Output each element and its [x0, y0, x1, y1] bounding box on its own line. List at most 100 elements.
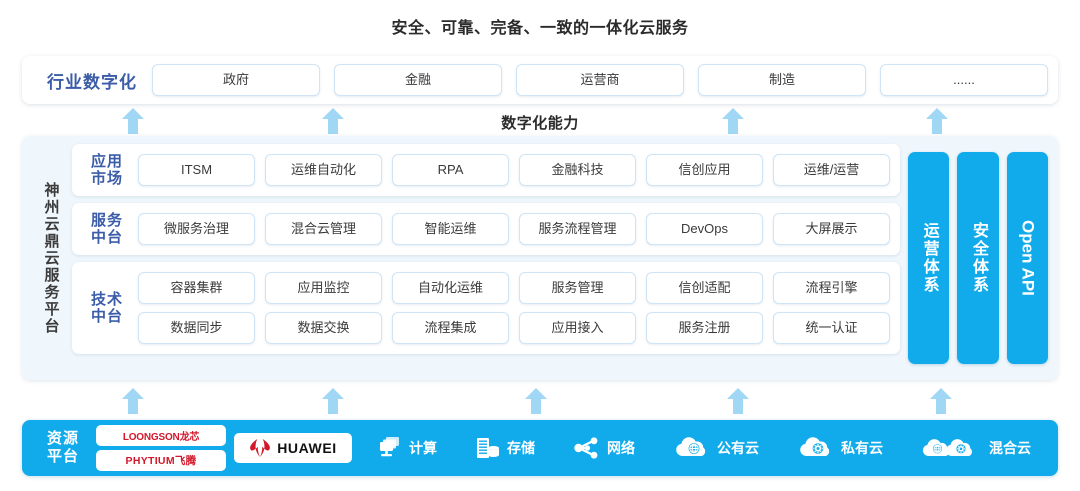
resource-item-public-cloud-label: 公有云 [717, 440, 759, 456]
resource-item-public-cloud[interactable]: 公有云 [673, 436, 759, 460]
cell-fintech[interactable]: 金融科技 [519, 154, 636, 186]
loongson-suffix: 龙芯 [179, 432, 200, 443]
compute-icon [377, 436, 403, 460]
pillar-operation-system[interactable]: 运营体系 [908, 152, 950, 364]
industry-item-manufacturing[interactable]: 制造 [698, 64, 866, 96]
chip-vendor-logos: LOONGSON龙芯 PHYTIUM飞腾 [96, 425, 226, 471]
up-arrow-icon-6 [322, 388, 344, 414]
industry-item-government[interactable]: 政府 [152, 64, 320, 96]
huawei-logo: HUAWEI [234, 433, 352, 463]
resource-platform-label: 资源 平台 [30, 430, 96, 466]
industry-digitalization-panel: 行业数字化 政府 金融 运营商 制造 ...... [22, 56, 1058, 104]
up-arrow-icon-4 [926, 108, 948, 134]
resource-item-storage[interactable]: 存储 [475, 436, 535, 460]
resource-item-private-cloud-label: 私有云 [841, 440, 883, 456]
phytium-suffix: 飞腾 [174, 455, 197, 467]
cell-microservice-governance[interactable]: 微服务治理 [138, 213, 255, 245]
resource-platform-panel: 资源 平台 LOONGSON龙芯 PHYTIUM飞腾 HUAWEI [22, 420, 1058, 476]
cell-itsm[interactable]: ITSM [138, 154, 255, 186]
cell-big-screen-display[interactable]: 大屏展示 [773, 213, 890, 245]
network-icon [573, 436, 601, 460]
row-service-middle-platform: 服务 中台 微服务治理 混合云管理 智能运维 服务流程管理 DevOps 大屏展… [72, 203, 900, 255]
cell-process-integration[interactable]: 流程集成 [392, 312, 509, 344]
row-app-market-label-line2: 市场 [90, 170, 123, 187]
pillar-security-system[interactable]: 安全体系 [957, 152, 999, 364]
up-arrow-icon-9 [930, 388, 952, 414]
cell-app-monitoring[interactable]: 应用监控 [265, 272, 382, 304]
resource-item-compute[interactable]: 计算 [377, 436, 437, 460]
pillar-open-api[interactable]: Open API [1006, 152, 1048, 364]
row-app-market-label-line1: 应用 [90, 152, 123, 170]
industry-item-more[interactable]: ...... [880, 64, 1048, 96]
up-arrow-icon-2 [322, 108, 344, 134]
capability-caption: 数字化能力 [501, 115, 579, 132]
industry-item-finance[interactable]: 金融 [334, 64, 502, 96]
resource-item-private-cloud[interactable]: 私有云 [797, 436, 883, 460]
row-app-market: 应用 市场 ITSM 运维自动化 RPA 金融科技 信创应用 运维/运营 [72, 144, 900, 196]
cell-rpa[interactable]: RPA [392, 154, 509, 186]
cell-xinchuang-adaptation[interactable]: 信创适配 [646, 272, 763, 304]
cell-service-mgmt[interactable]: 服务管理 [519, 272, 636, 304]
row-service-label-line2: 中台 [90, 229, 123, 246]
cell-container-cluster[interactable]: 容器集群 [138, 272, 255, 304]
cell-service-process-mgmt[interactable]: 服务流程管理 [519, 213, 636, 245]
resource-label-line1: 资源 [46, 430, 79, 447]
private-cloud-icon [797, 436, 835, 460]
phytium-logo: PHYTIUM飞腾 [96, 450, 226, 471]
cell-hybrid-cloud-mgmt[interactable]: 混合云管理 [265, 213, 382, 245]
resource-item-network-label: 网络 [607, 440, 635, 456]
row-service-label: 服务 中台 [76, 212, 138, 247]
resource-item-hybrid-cloud-label: 混合云 [989, 440, 1031, 456]
cell-process-engine[interactable]: 流程引擎 [773, 272, 890, 304]
row-tech-items-line2: 数据同步 数据交换 流程集成 应用接入 服务注册 统一认证 [138, 312, 890, 344]
cell-xinchuang-app[interactable]: 信创应用 [646, 154, 763, 186]
public-cloud-icon [673, 436, 711, 460]
industry-digitalization-label: 行业数字化 [47, 72, 137, 92]
loongson-name: LOONGSON [122, 432, 180, 443]
platform-pillars: 运营体系 安全体系 Open API [908, 144, 1050, 372]
cell-data-sync[interactable]: 数据同步 [138, 312, 255, 344]
row-tech-middle-platform: 技术 中台 容器集群 应用监控 自动化运维 服务管理 信创适配 流程引擎 数据同… [72, 262, 900, 354]
cell-devops[interactable]: DevOps [646, 213, 763, 245]
row-tech-items-line1: 容器集群 应用监控 自动化运维 服务管理 信创适配 流程引擎 [138, 272, 890, 304]
up-arrow-icon-7 [525, 388, 547, 414]
cell-automated-ops[interactable]: 自动化运维 [392, 272, 509, 304]
platform-vertical-label: 神州云鼎云服务平台 [42, 181, 60, 335]
resource-item-hybrid-cloud[interactable]: 混合云 [921, 436, 1031, 460]
cell-app-access[interactable]: 应用接入 [519, 312, 636, 344]
row-tech-label: 技术 中台 [76, 291, 138, 326]
row-app-market-label: 应用 市场 [76, 153, 138, 188]
huawei-wordmark: HUAWEI [277, 440, 337, 456]
row-tech-label-line2: 中台 [90, 308, 123, 325]
up-arrow-icon-5 [122, 388, 144, 414]
huawei-flower-icon [249, 438, 271, 458]
page-title: 安全、可靠、完备、一致的一体化云服务 [391, 20, 689, 37]
cell-ops-operation[interactable]: 运维/运营 [773, 154, 890, 186]
loongson-logo: LOONGSON龙芯 [96, 425, 226, 446]
row-service-label-line1: 服务 [90, 211, 123, 229]
cell-unified-auth[interactable]: 统一认证 [773, 312, 890, 344]
resource-item-list: 计算 [352, 436, 1050, 460]
cell-service-registration[interactable]: 服务注册 [646, 312, 763, 344]
cell-ops-automation[interactable]: 运维自动化 [265, 154, 382, 186]
up-arrow-icon-8 [727, 388, 749, 414]
industry-item-list: 政府 金融 运营商 制造 ...... [152, 64, 1048, 96]
up-arrow-icon-1 [122, 108, 144, 134]
cell-data-exchange[interactable]: 数据交换 [265, 312, 382, 344]
row-tech-label-line1: 技术 [90, 290, 123, 308]
phytium-name: PHYTIUM [125, 455, 175, 467]
row-service-items: 微服务治理 混合云管理 智能运维 服务流程管理 DevOps 大屏展示 [138, 213, 890, 245]
storage-icon [475, 436, 501, 460]
row-app-market-items: ITSM 运维自动化 RPA 金融科技 信创应用 运维/运营 [138, 154, 890, 186]
industry-item-carrier[interactable]: 运营商 [516, 64, 684, 96]
resource-item-storage-label: 存储 [507, 440, 535, 456]
resource-item-compute-label: 计算 [409, 440, 437, 456]
row-tech-items: 容器集群 应用监控 自动化运维 服务管理 信创适配 流程引擎 数据同步 数据交换… [138, 272, 890, 344]
resource-item-network[interactable]: 网络 [573, 436, 635, 460]
hybrid-cloud-icon [921, 436, 983, 460]
cloud-service-platform-panel: 神州云鼎云服务平台 应用 市场 ITSM 运维自动化 RPA 金融科技 信创应用… [22, 136, 1058, 380]
resource-label-line2: 平台 [46, 448, 79, 465]
cell-intelligent-ops[interactable]: 智能运维 [392, 213, 509, 245]
platform-body: 应用 市场 ITSM 运维自动化 RPA 金融科技 信创应用 运维/运营 服务 … [72, 144, 1050, 372]
platform-rows: 应用 市场 ITSM 运维自动化 RPA 金融科技 信创应用 运维/运营 服务 … [72, 144, 900, 372]
